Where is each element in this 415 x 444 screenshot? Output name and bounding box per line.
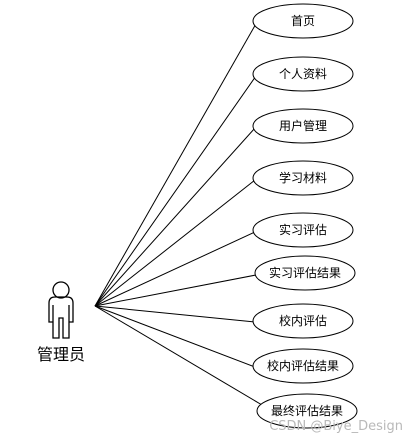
use-case-third: 用户管理 (252, 108, 354, 144)
use-case-label: 学习材料 (279, 170, 327, 185)
association-line (94, 179, 256, 307)
use-case-ellipse (256, 393, 358, 429)
use-case-fourth: 学习材料 (252, 160, 354, 196)
association-line (94, 305, 256, 368)
use-case-ellipse (252, 3, 354, 39)
use-case-label: 个人资料 (279, 67, 327, 81)
association-line (94, 305, 256, 323)
use-case-eighth: 校内评估结果 (252, 348, 354, 384)
use-case-ellipse (252, 303, 354, 339)
use-case-label: 校内评估结果 (267, 358, 339, 373)
use-case-label: 实习评估结果 (269, 265, 341, 280)
use-case-ellipse (252, 56, 354, 92)
use-case-label: 实习评估 (279, 222, 327, 237)
actor-body-icon (48, 296, 74, 339)
association-line (94, 127, 256, 307)
association-line (94, 75, 257, 307)
use-case-ellipse (252, 108, 354, 144)
association-line (94, 231, 256, 307)
actor-head-icon (52, 281, 70, 299)
use-case-label: 最终评估结果 (271, 403, 343, 418)
use-case-second: 个人资料 (252, 56, 354, 92)
use-case-ninth: 最终评估结果 (256, 393, 358, 429)
association-line (94, 305, 263, 406)
use-case-seventh: 校内评估 (252, 303, 354, 339)
use-case-sixth: 实习评估结果 (254, 255, 356, 291)
association-line (94, 274, 257, 307)
actor (48, 281, 74, 339)
use-case-label: 校内评估 (279, 313, 327, 328)
use-case-ellipse (252, 348, 354, 384)
use-case-ellipse (254, 255, 356, 291)
use-case-ellipse (252, 212, 354, 248)
watermark: CSDN @Biye_Design (269, 419, 403, 434)
actor-label: 管理员 (37, 345, 85, 364)
association-line (94, 21, 258, 307)
use-case-first: 首页 (252, 3, 354, 39)
use-case-label: 首页 (291, 14, 315, 28)
use-case-label: 用户管理 (279, 118, 327, 133)
association-lines (94, 21, 263, 406)
use-case-ellipse (252, 160, 354, 196)
use-case-fifth: 实习评估 (252, 212, 354, 248)
